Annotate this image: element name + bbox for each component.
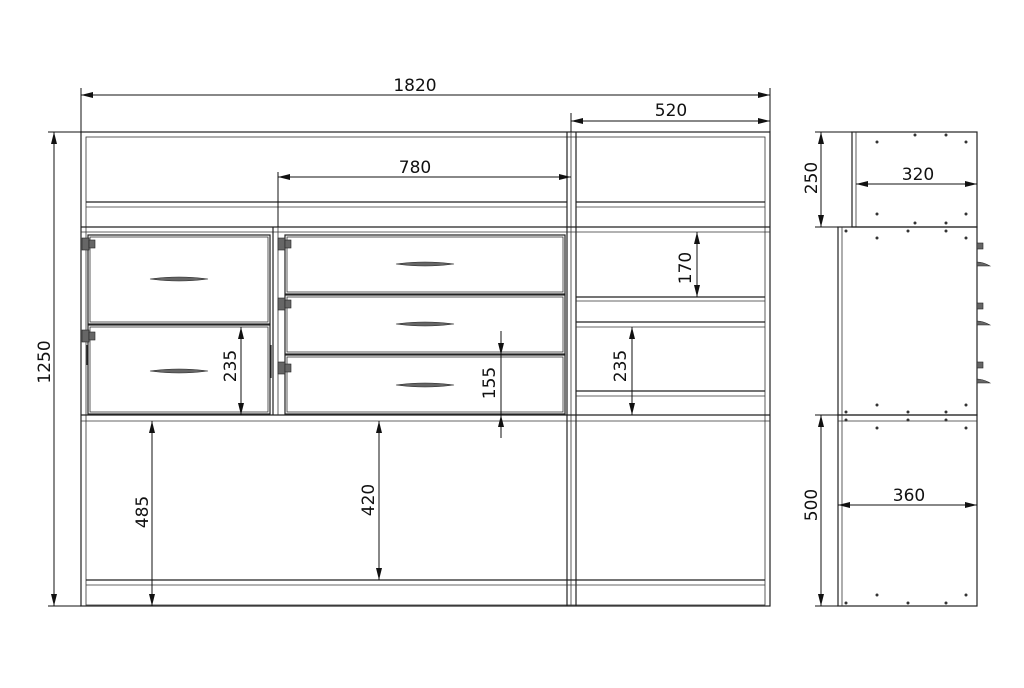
dim-label-left-open-height: 485: [133, 496, 153, 528]
hinge-icon: [81, 329, 96, 343]
dim-label-side-bottom-height: 500: [802, 489, 822, 521]
dim-label-drawer-width: 780: [399, 158, 431, 178]
dim-label-center-open-height: 420: [359, 484, 379, 516]
dimension-left-open-height: 485: [133, 421, 155, 606]
dimension-total-height: 1250: [35, 131, 81, 607]
dim-label-side-top-depth: 320: [902, 165, 934, 185]
dim-label-total-height: 1250: [35, 340, 55, 383]
dim-label-side-bottom-depth: 360: [893, 486, 925, 506]
drawer-2: [284, 294, 566, 355]
hinge-icon: [81, 237, 96, 251]
side-handle-icon: [976, 361, 992, 384]
dim-label-drawer-height: 155: [480, 367, 500, 399]
drawer-handle: [395, 261, 455, 267]
front-inner-frame: [85, 136, 766, 606]
dimension-center-open-height: 420: [359, 421, 382, 580]
dimension-side-top-height: 250: [802, 131, 852, 228]
side-handle-icon: [976, 242, 992, 267]
dimension-left-door-height: 235: [221, 327, 244, 415]
door-handle: [149, 368, 209, 374]
dimension-right-width: 520: [570, 101, 770, 132]
dim-label-left-door-height: 235: [221, 350, 241, 382]
left-door-top: [87, 234, 271, 325]
dim-label-total-width: 1820: [393, 76, 436, 96]
side-bottom-box: [837, 414, 978, 607]
drawer-1: [284, 234, 566, 295]
dimension-side-bottom-height: 500: [802, 414, 838, 607]
dimension-right-drawer-height: 170: [676, 232, 700, 297]
drawer-3: [284, 354, 566, 415]
dimension-side-top-depth: 320: [856, 165, 977, 187]
dim-label-side-top-height: 250: [802, 162, 822, 194]
dim-label-right-width: 520: [655, 101, 687, 121]
left-door-bottom: [87, 324, 271, 415]
front-view: [80, 131, 771, 607]
dimension-right-lower-height: 235: [611, 327, 635, 415]
side-view: [837, 131, 992, 607]
dimension-side-bottom-depth: 360: [838, 486, 977, 508]
door-handle: [149, 276, 209, 282]
dimension-drawer-width: 780: [277, 158, 571, 227]
hinge-icon: [277, 297, 292, 311]
side-handle-icon: [976, 302, 992, 326]
dim-label-right-lower-height: 235: [611, 350, 631, 382]
dimension-total-width: 1820: [80, 76, 771, 132]
screw-holes: [844, 133, 968, 605]
hinge-icon: [277, 237, 292, 251]
drawer-handle: [395, 321, 455, 327]
front-outer-frame: [80, 131, 771, 607]
dim-label-right-drawer-height: 170: [676, 252, 696, 284]
drawer-handle: [395, 382, 455, 388]
side-middle-box: [837, 226, 978, 416]
dimension-drawer-height: 155: [480, 331, 504, 438]
hinge-icon: [277, 361, 292, 375]
